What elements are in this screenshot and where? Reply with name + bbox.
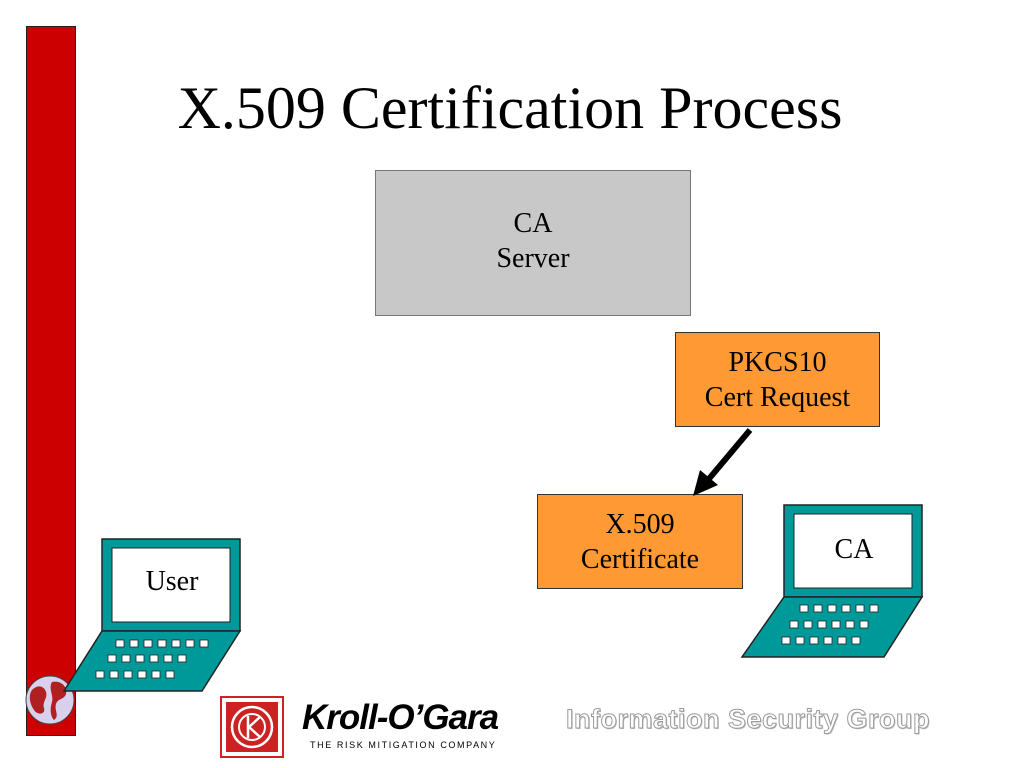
side-accent-bar [26, 26, 76, 736]
user-laptop-icon [62, 538, 242, 692]
pkcs10-request-box: PKCS10 Cert Request [675, 332, 880, 427]
information-security-group-wordmark: Information Security Group [565, 704, 931, 734]
pkcs10-label-line2: Cert Request [704, 381, 851, 413]
slide-title: X.509 Certification Process [177, 75, 843, 141]
kroll-company-name: Kroll-O’Gara [302, 698, 499, 737]
globe-icon [25, 675, 75, 725]
pkcs10-label-line1: PKCS10 [728, 346, 827, 378]
kroll-logo-icon [220, 696, 284, 758]
ca-server-label-line2: Server [496, 243, 570, 274]
ca-server-label-line1: CA [513, 208, 553, 239]
x509-label-line1: X.509 [605, 508, 675, 540]
kroll-company-tagline: THE RISK MITIGATION COMPANY [310, 740, 497, 750]
x509-certificate-box: X.509 Certificate [537, 494, 743, 589]
user-laptop-label: User [145, 566, 199, 597]
ca-server-box: CA Server [375, 170, 691, 316]
ca-laptop-label: CA [834, 534, 874, 565]
x509-label-line2: Certificate [580, 543, 700, 575]
ca-laptop-icon [740, 504, 924, 658]
